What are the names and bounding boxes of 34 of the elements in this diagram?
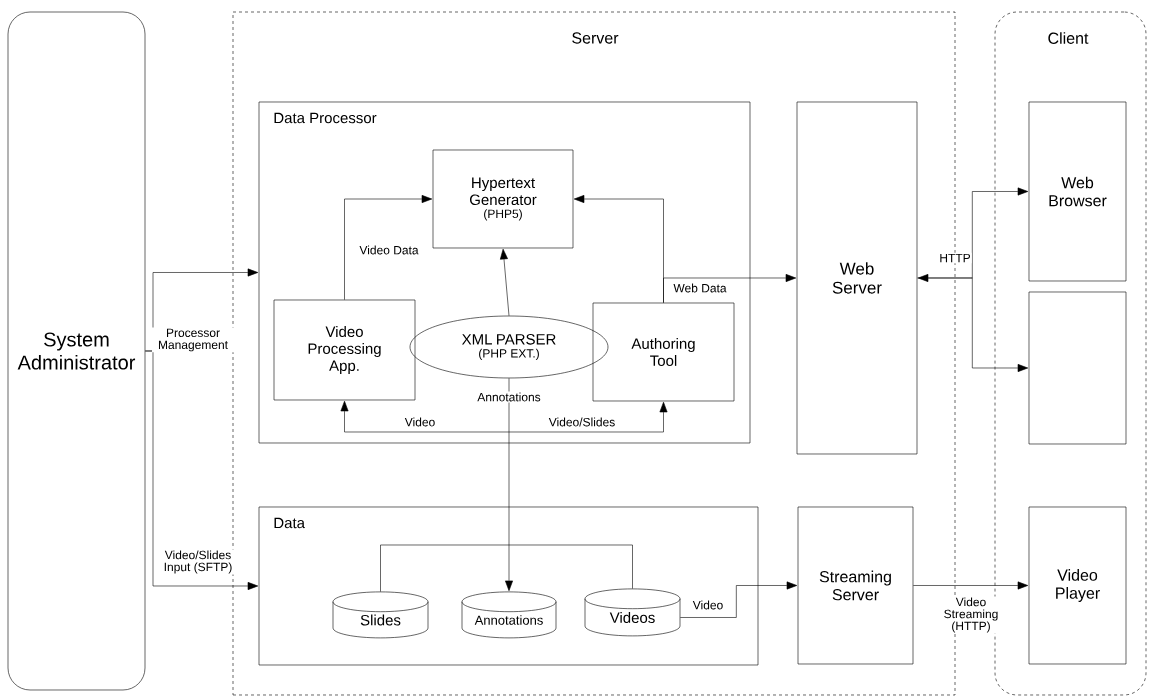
edge-label: HTTP bbox=[938, 252, 972, 264]
client-box bbox=[1028, 291, 1127, 445]
arrow bbox=[913, 581, 1029, 590]
actor-box: System Administrator bbox=[7, 11, 146, 691]
process-box: Hypertext Generator (PHP5) bbox=[432, 149, 574, 249]
process-box: Authoring Tool bbox=[592, 302, 735, 402]
edge-label: Video bbox=[691, 599, 725, 611]
arrow bbox=[145, 350, 259, 590]
server-box: Streaming Server bbox=[797, 506, 914, 665]
arrow bbox=[500, 248, 510, 316]
edge-label: Video/Slides bbox=[547, 416, 617, 428]
database-cylinder: Slides bbox=[332, 591, 429, 639]
arrow bbox=[508, 401, 668, 433]
arrow bbox=[505, 378, 513, 591]
arrow bbox=[917, 277, 1029, 372]
edge-label: Video Data bbox=[358, 244, 420, 256]
client-box: Web Browser bbox=[1028, 101, 1127, 282]
edge-label: Video bbox=[403, 416, 437, 428]
edge-label: Video/Slides Input (SFTP) bbox=[157, 549, 239, 575]
edge-label: Processor Management bbox=[152, 327, 234, 353]
database-cylinder: Videos bbox=[584, 588, 681, 637]
database-cylinder: Annotations bbox=[461, 591, 557, 639]
edge-label: Video Streaming (HTTP) bbox=[930, 596, 1012, 634]
arrow bbox=[663, 274, 797, 303]
client-box: Video Player bbox=[1028, 506, 1127, 665]
arrow bbox=[680, 581, 798, 618]
arrow bbox=[917, 187, 1029, 282]
arrow bbox=[344, 195, 433, 300]
arrow bbox=[340, 400, 510, 433]
edge-label: Annotations bbox=[476, 391, 542, 403]
server-box: Web Server bbox=[796, 101, 918, 455]
edge-label: Web Data bbox=[672, 282, 728, 294]
process-box: Video Processing App. bbox=[273, 299, 416, 401]
connector-line bbox=[380, 544, 633, 592]
